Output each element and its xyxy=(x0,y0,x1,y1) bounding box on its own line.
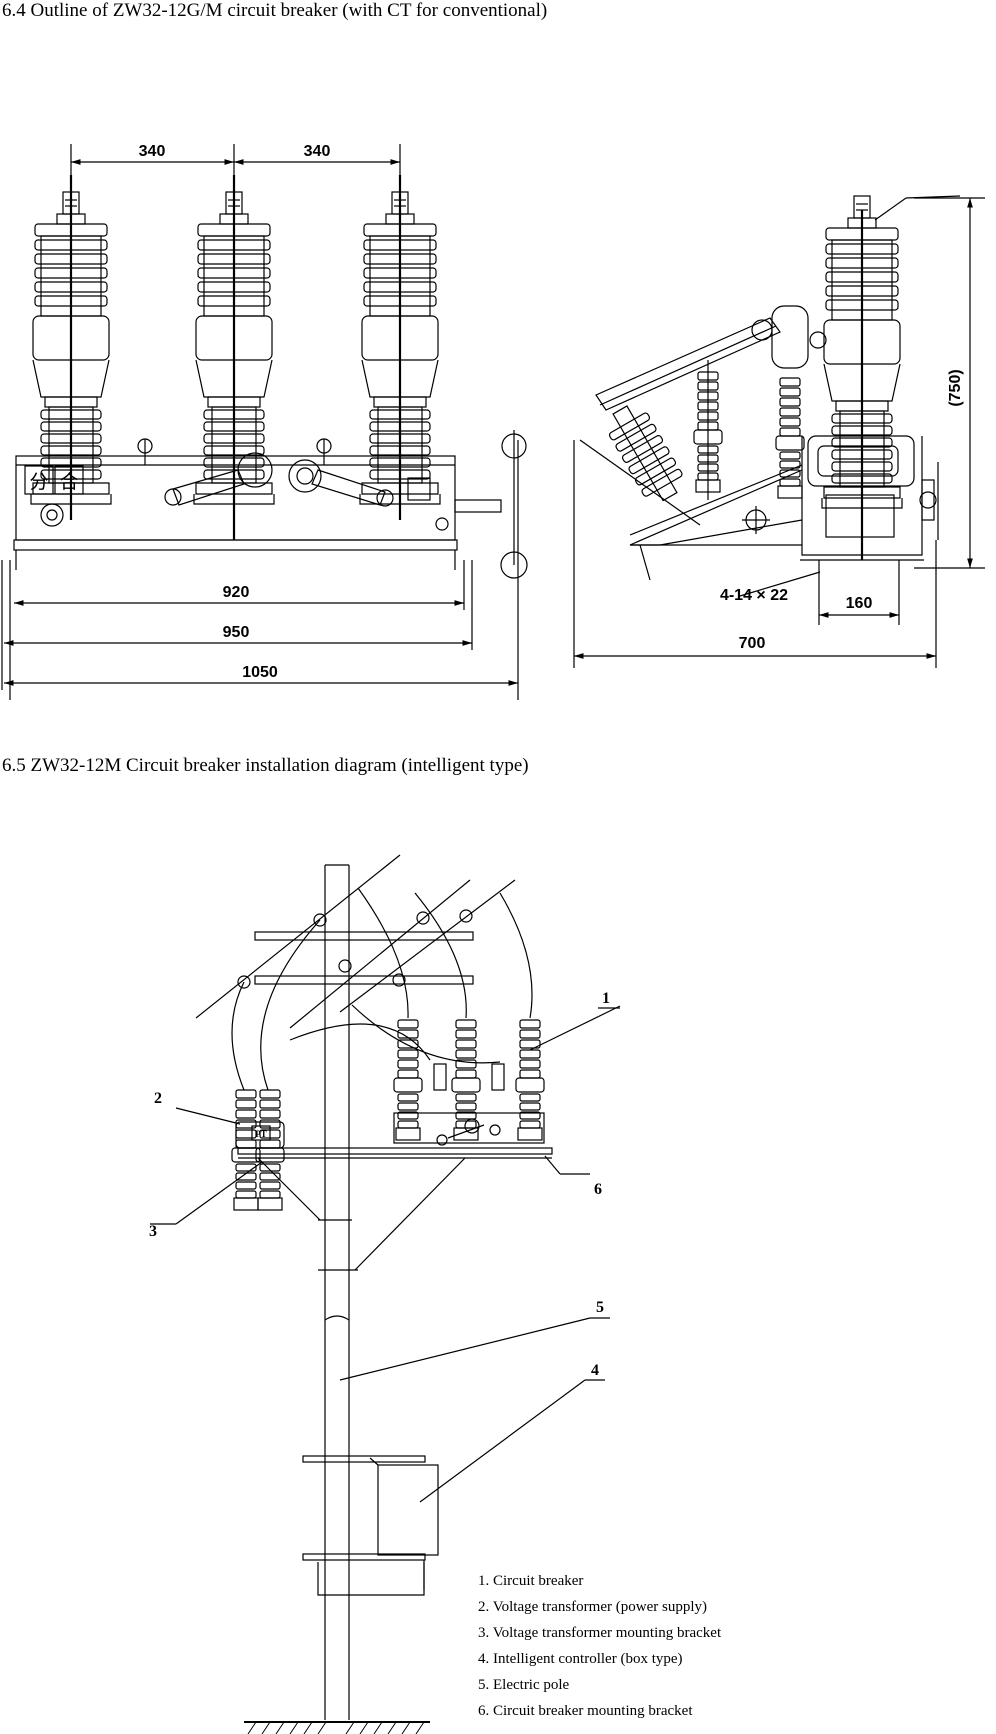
section-heading-installation: 6.5 ZW32-12M Circuit breaker installatio… xyxy=(2,755,529,776)
side-view xyxy=(573,195,985,668)
section-heading-outline: 6.4 Outline of ZW32-12G/M circuit breake… xyxy=(2,0,548,21)
front-view xyxy=(1,144,528,700)
callout-5: 5 xyxy=(596,1299,604,1316)
installation-view xyxy=(150,854,621,1734)
dim-160: 160 xyxy=(846,595,873,612)
dim-950: 950 xyxy=(223,624,250,641)
legend-item: 5. Electric pole xyxy=(478,1677,570,1693)
dim-holes: 4-14 × 22 xyxy=(720,587,788,604)
callout-6: 6 xyxy=(594,1181,602,1198)
dim-750: (750) xyxy=(947,369,964,406)
dim-1050: 1050 xyxy=(242,664,278,681)
label-close: 合 xyxy=(59,471,78,493)
dim-920: 920 xyxy=(223,584,250,601)
legend-item: 4. Intelligent controller (box type) xyxy=(478,1651,683,1667)
legend-item: 1. Circuit breaker xyxy=(478,1573,584,1589)
callout-4: 4 xyxy=(591,1362,599,1379)
dim-340-left: 340 xyxy=(139,143,166,160)
legend-item: 6. Circuit breaker mounting bracket xyxy=(478,1703,693,1719)
label-open: 分 xyxy=(29,471,48,493)
installation-legend: 1. Circuit breaker 2. Voltage transforme… xyxy=(478,1568,721,1724)
side-view-dimensions: (750) 4-14 × 22 160 700 xyxy=(720,369,964,652)
legend-item: 2. Voltage transformer (power supply) xyxy=(478,1599,707,1615)
dim-700: 700 xyxy=(739,635,766,652)
callout-2: 2 xyxy=(154,1090,162,1107)
pt-label: PT xyxy=(255,1129,267,1139)
callout-1: 1 xyxy=(602,990,610,1007)
front-view-dimensions: 340 340 920 950 1050 xyxy=(139,143,331,681)
legend-item: 3. Voltage transformer mounting bracket xyxy=(478,1625,722,1641)
installation-callouts: 1 2 3 4 5 6 PT xyxy=(149,990,610,1379)
open-close-labels: 分 合 xyxy=(29,471,78,493)
callout-3: 3 xyxy=(149,1223,157,1240)
dim-340-right: 340 xyxy=(304,143,331,160)
